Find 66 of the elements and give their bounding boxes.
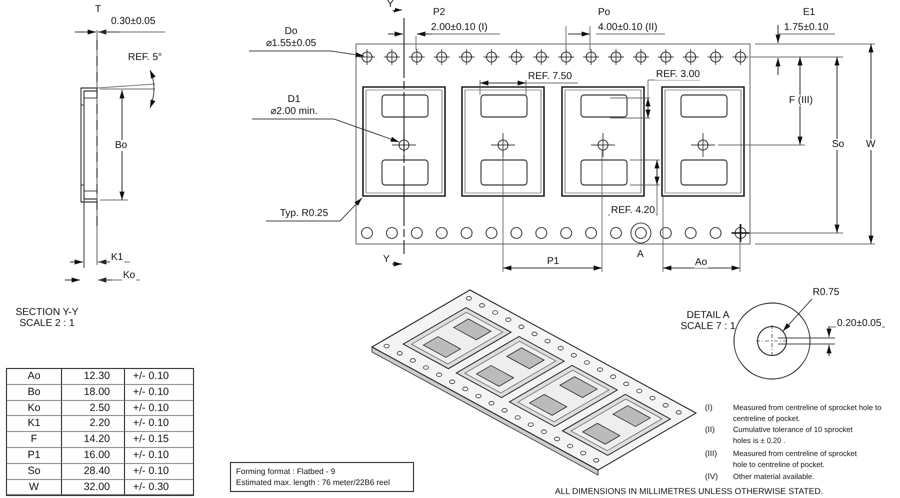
dimension-label: 1.75±0.10 [783,22,830,33]
table-cell: +/- 0.10 [125,400,193,416]
table-cell: F [7,432,61,448]
table-cell: Ko [7,400,61,416]
table-cell: W [7,480,61,496]
note-number: (I) [705,402,713,413]
table-cell: +/- 0.10 [125,369,193,385]
table-cell: 2.50 [61,400,125,416]
table-cell: 28.40 [61,464,125,480]
table-cell: +/- 0.10 [125,384,193,401]
dimension-label: Y [382,254,391,265]
table-cell: 18.00 [61,384,125,401]
note-number: (II) [705,424,715,435]
table-cell: So [7,464,61,480]
table-cell: 2.20 [61,416,125,432]
dimension-label: So [831,139,846,150]
table-cell: K1 [7,416,61,432]
dimension-label: F (III) [788,95,814,106]
dimension-label: REF. 5° [127,52,164,63]
leader-line [252,118,400,142]
table-cell: 16.00 [61,448,125,464]
callout-label: D1 ⌀2.00 min. [258,94,330,118]
sprocket-hole [757,326,787,356]
table-cell: +/- 0.10 [125,448,193,464]
leader-line [266,198,362,222]
table-cell: 14.20 [61,432,125,448]
dimension-label: REF. 7.50 [527,71,573,82]
callout-label: Typ. R0.25 [272,208,336,220]
info-text: Estimated max. length : 76 meter/22B6 reel [236,477,391,488]
dimension-label: REF. 4.20 [610,205,656,216]
table-cell: Bo [7,384,61,401]
dimension-label: 0.30±0.05 [110,16,156,27]
dimension-label: Bo [114,140,128,151]
dimension-label: Po [597,7,612,18]
view-title: DETAIL A SCALE 7 : 1 [679,310,737,332]
leader-line [782,298,812,332]
dimension-label: T [94,4,102,15]
dimension-label: REF. 3.00 [655,69,701,80]
callout-label: R0.75 [808,287,844,299]
leader-line [248,50,364,58]
dimension-label: 4.00±0.10 (II) [597,22,658,33]
table-cell: 12.30 [61,369,125,385]
dimension-label: P1 [546,256,560,267]
dimension-label: 0.20±0.05 [836,318,882,329]
table-cell: +/- 0.30 [125,480,193,496]
info-text: Forming format : Flatbed - 9 [236,466,336,477]
dimension-label: Y [386,0,395,10]
info-box [230,462,414,492]
table-cell: P1 [7,448,61,464]
dimension-label: Ko [122,270,136,281]
dimension-label: Ao [694,257,708,268]
note-number: (IV) [705,471,718,482]
table-cell: 32.00 [61,480,125,496]
table-cell: +/- 0.15 [125,432,193,448]
table-cell: +/- 0.10 [125,416,193,432]
dimension-label: 2.00±0.10 (I) [430,22,489,33]
dimension-label: W [865,139,876,150]
dimension-label: K1 [110,252,124,263]
dimension-label: A [636,249,645,260]
note-number: (III) [705,448,717,459]
callout-label: Do ⌀1.55±0.05 [255,26,327,50]
table-cell: +/- 0.10 [125,464,193,480]
dimension-label: P2 [432,7,446,18]
table-cell: Ao [7,369,61,385]
dimension-label: E1 [802,7,816,18]
footnote: ALL DIMENSIONS IN MILLIMETRES UNLESS OTHERWISE STATED. [555,486,823,497]
